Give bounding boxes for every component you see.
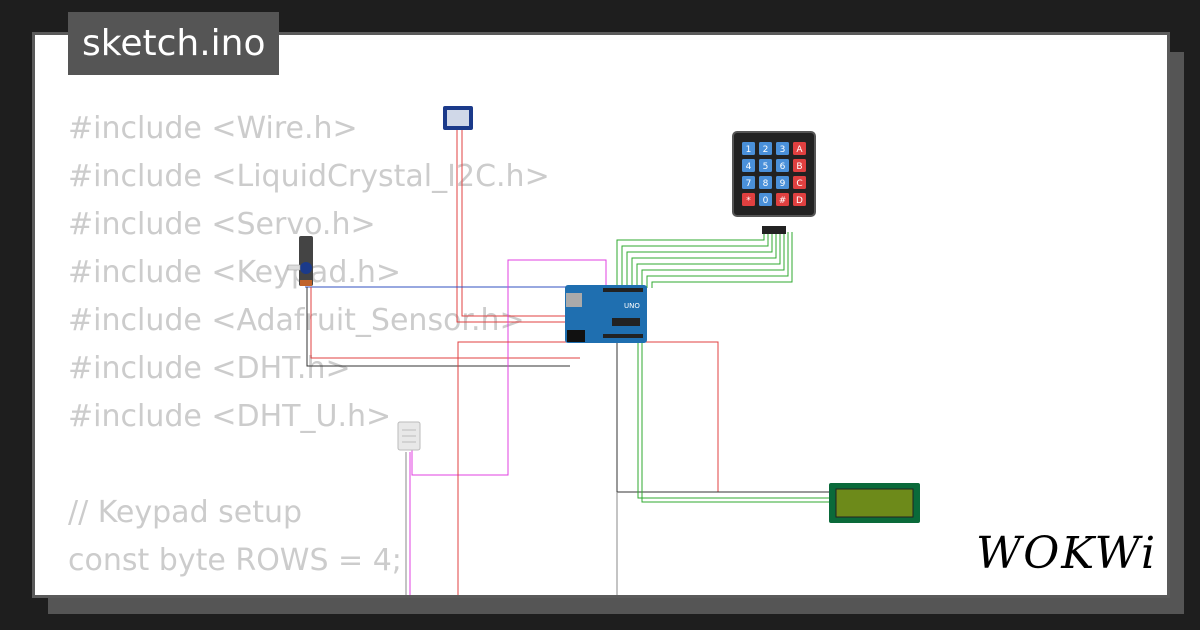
- keypad-key[interactable]: [759, 193, 772, 206]
- keypad-key-label: 6: [780, 162, 786, 172]
- wire-green-kp-4: [631, 232, 777, 288]
- wire-green-lcd-1: [637, 342, 830, 499]
- keypad-key-label: 9: [780, 179, 786, 189]
- keypad-key[interactable]: [793, 159, 806, 172]
- keypad-key[interactable]: [776, 193, 789, 206]
- dht22-sensor[interactable]: [397, 421, 421, 451]
- lcd-display[interactable]: [829, 483, 920, 523]
- keypad-key[interactable]: [759, 142, 772, 155]
- wire-green-lcd-2: [641, 342, 830, 503]
- keypad-key-label: C: [796, 179, 802, 189]
- keypad-key-label: 0: [763, 196, 769, 206]
- keypad-key[interactable]: [793, 142, 806, 155]
- wire-magenta-dht: [411, 259, 607, 476]
- wire-green-kp-2: [621, 232, 769, 288]
- wire-red-long: [457, 341, 830, 595]
- servo-motor[interactable]: [287, 236, 313, 286]
- filename-tag: sketch.ino: [68, 12, 280, 75]
- code-line: #include <LiquidCrystal_I2C.h>: [68, 159, 550, 194]
- keypad-key-label: 2: [763, 145, 769, 155]
- keypad-key[interactable]: [776, 176, 789, 189]
- code-line: #include <Wire.h>: [68, 111, 358, 146]
- keypad-key-label: #: [779, 196, 787, 206]
- keypad-key-label: 7: [746, 179, 752, 189]
- keypad-key-label: 8: [763, 179, 769, 189]
- wire-red-sensor-2: [461, 130, 570, 317]
- wire-red-sensor: [456, 130, 570, 323]
- keypad-key[interactable]: [742, 193, 755, 206]
- wire-green-kp-5: [636, 232, 781, 288]
- wire-green-kp-6: [641, 232, 785, 288]
- keypad-key-label: 5: [763, 162, 769, 172]
- keypad-key-label: A: [796, 145, 803, 155]
- wokwi-logo: WOKWi: [976, 528, 1158, 579]
- keypad-key-label: 3: [780, 145, 786, 155]
- keypad-key-label: D: [796, 196, 803, 206]
- wires: [305, 130, 830, 595]
- keypad-key-label: *: [746, 196, 751, 206]
- code-line: #include <Servo.h>: [68, 207, 376, 242]
- keypad-key-label: 1: [746, 145, 752, 155]
- wire-red-servo: [310, 287, 580, 359]
- keypad-key[interactable]: [742, 142, 755, 155]
- code-line: // Keypad setup: [68, 495, 303, 530]
- code-preview: #include <Wire.h> #include <LiquidCrystal…: [68, 105, 550, 595]
- wire-green-kp-1: [616, 232, 765, 288]
- wire-green-kp-7: [646, 232, 789, 288]
- wire-black-servo: [306, 287, 570, 367]
- keypad-key[interactable]: [793, 193, 806, 206]
- keypad-key[interactable]: [742, 176, 755, 189]
- keypad-key-label: B: [796, 162, 802, 172]
- keypad-key-label: 4: [746, 162, 752, 172]
- wire-black-lcd: [616, 342, 830, 493]
- code-line: #include <DHT.h>: [68, 351, 351, 386]
- keypad-key[interactable]: [776, 142, 789, 155]
- keypad-key[interactable]: [759, 159, 772, 172]
- keypad-key[interactable]: [742, 159, 755, 172]
- code-line: #include <Adafruit_Sensor.h>: [68, 303, 525, 338]
- keypad-key[interactable]: [793, 176, 806, 189]
- wire-green-kp-3: [626, 232, 773, 288]
- code-line: #include <DHT_U.h>: [68, 399, 392, 434]
- arduino-label: UNO: [624, 302, 640, 310]
- code-line: const byte ROWS = 4;: [68, 543, 402, 578]
- wire-green-kp-8: [651, 232, 793, 288]
- keypad-key[interactable]: [759, 176, 772, 189]
- keypad-key[interactable]: [776, 159, 789, 172]
- arduino-uno-board[interactable]: UNO: [565, 285, 647, 343]
- code-line: const byte COLS = 4;: [68, 585, 550, 595]
- ultrasonic-sensor[interactable]: [443, 106, 473, 130]
